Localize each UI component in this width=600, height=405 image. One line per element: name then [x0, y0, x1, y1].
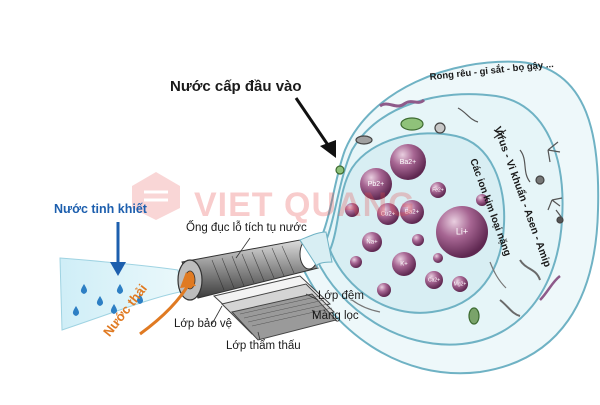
protective-layer-label: Lớp bảo vệ — [174, 318, 233, 330]
feed-connector — [299, 231, 333, 269]
pure-water-label: Nước tinh khiết — [54, 202, 147, 216]
spacer-layer-label: Lớp đệm — [318, 290, 364, 302]
ion-cluster — [345, 144, 488, 297]
ion-label: K+ — [400, 262, 408, 268]
collector-tube-label: Ống đục lỗ tích tụ nước — [186, 222, 307, 234]
ion-label: Ba2+ — [400, 159, 417, 166]
waste-water-arrow — [139, 272, 196, 336]
ion-label: Ca2+ — [428, 277, 440, 283]
ion-label: Li+ — [456, 226, 468, 236]
input-arrow — [294, 97, 336, 158]
ion-label: Ba2+ — [405, 210, 420, 216]
input-water-label: Nước cấp đầu vào — [170, 78, 302, 95]
membrane-label: Màng lọc — [312, 310, 359, 322]
ion-label: Pb2+ — [368, 181, 385, 188]
watermark-text: VIET QUANG — [194, 186, 416, 224]
pure-water-arrow — [110, 222, 126, 276]
microbe-cluster — [335, 98, 564, 325]
leader-lines — [211, 237, 319, 341]
ion-label: Na+ — [366, 240, 378, 246]
ion-label: Fe2+ — [432, 187, 444, 193]
water-droplets — [72, 284, 144, 316]
ion-label: Mg2+ — [454, 281, 467, 287]
watermark-logo — [130, 170, 182, 222]
ion-label: Cu2+ — [381, 212, 396, 218]
permeate-layer-label: Lớp thẩm thấu — [226, 340, 301, 352]
